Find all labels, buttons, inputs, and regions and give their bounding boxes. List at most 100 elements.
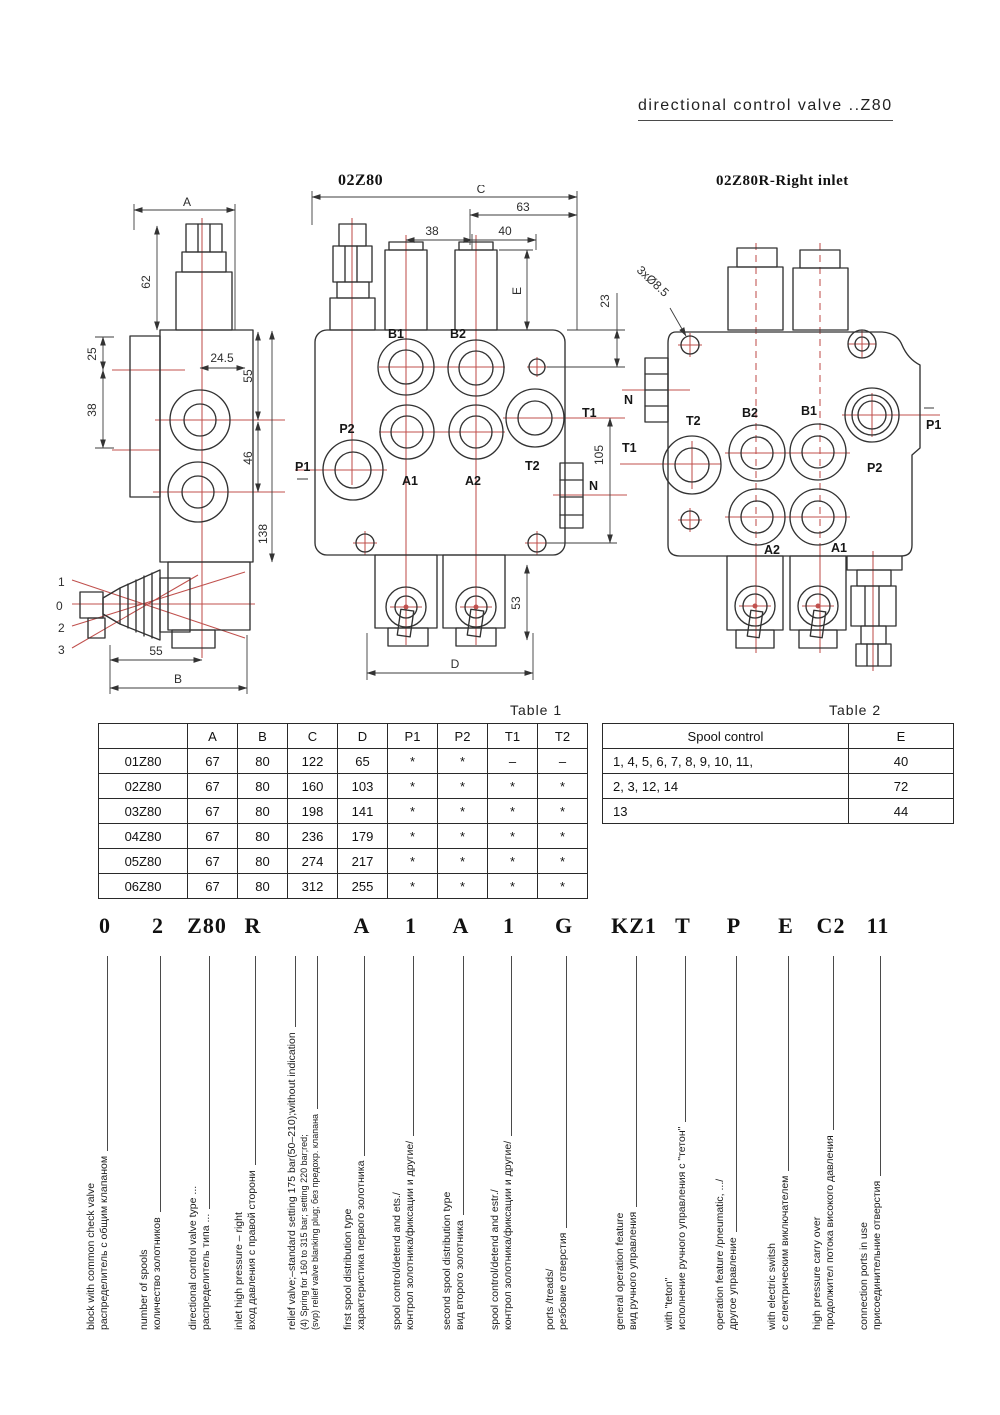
cell-value: 40 [848,748,954,774]
order-code-description: operation feature /pneumatic, .../другое… [714,956,740,1330]
cell-value: * [437,848,488,874]
labels: 3xØ8.5 N T1 T2 B2 B1 P1 P2 A2 A1 [622,263,941,557]
order-code-char: T [675,913,691,938]
port-label-a2: A2 [764,543,780,557]
cell-value: 122 [287,748,338,774]
order-code-char: R [244,913,262,938]
dim-46: 46 [241,451,255,465]
right-inlet-view-drawing: 3xØ8.5 N T1 T2 B2 B1 P1 P2 A2 A1 [620,243,941,671]
cell-value: 160 [287,773,338,799]
description-text: исполнение ручного управления с "тетон" [676,1126,688,1330]
order-code-char: E [778,913,794,938]
description-text: с електрическим виключателем [779,1175,791,1330]
dimension-labels: A 62 24.5 55 46 138 25 38 55 B 1 0 2 3 [56,195,270,686]
cell-value: 80 [237,798,288,824]
table1-caption: Table 1 [510,702,563,718]
port-label-t1: T1 [622,441,637,455]
row-label: 02Z80 [98,773,188,799]
lever-pos-2: 2 [58,621,65,635]
cell-value: – [537,748,588,774]
leader-line [463,956,464,1216]
row-label: 03Z80 [98,798,188,824]
column-header: C [287,723,338,749]
holes-callout: 3xØ8.5 [634,263,672,300]
leader-line [364,956,365,1156]
cell-value: 67 [187,773,238,799]
port-label-b2: B2 [450,327,466,341]
description-text: контрол золотника/фиксации и другие/ [404,1140,416,1330]
description-text: вход давления с правой сторони [246,1170,258,1330]
valve-body [644,329,921,557]
cell-value: * [537,848,588,874]
column-header: Spool control [602,723,849,749]
cell-value: 44 [848,798,954,824]
port-label-b2: B2 [742,406,758,420]
description-text: присоединительние отверстия [871,1180,883,1330]
dim-63: 63 [516,200,530,214]
leader-line [209,956,210,1209]
order-code-char: 0 [99,913,111,938]
port-label-a1: A1 [402,474,418,488]
control-lever [79,569,191,641]
row-label: 04Z80 [98,823,188,849]
cell-value: – [487,748,538,774]
column-header [98,723,188,749]
cell-value: 198 [287,798,338,824]
cell-value: * [387,823,438,849]
bottom-spool-ends [374,554,506,647]
description-text: характеристика первого золотника [355,1160,367,1330]
order-code-description: spool control/detend and estr./контрол з… [489,956,515,1330]
cell-value: 236 [287,823,338,849]
cell-value: 72 [848,773,954,799]
valve-body [129,329,254,649]
cell-value: 179 [337,823,388,849]
description-text: relief valve;–standard setting 175 bar(5… [286,1032,298,1330]
description-text: вид второго золотника [454,1220,466,1330]
leader-line [833,956,834,1131]
dim-38: 38 [425,224,439,238]
port-label-t2: T2 [525,459,540,473]
cell-value: * [487,873,538,899]
order-code-char: 11 [866,913,890,938]
cell-value: 80 [237,773,288,799]
relief-valve [175,223,233,331]
top-port-bosses [727,247,849,331]
cell-value: 255 [337,873,388,899]
lever-pos-0: 0 [56,599,63,613]
leader-line [295,956,296,1028]
cell-value: 312 [287,873,338,899]
port-label-p2: P2 [867,461,882,475]
bottom-relief-valve [846,555,903,667]
cell-value: 67 [187,848,238,874]
front-view-drawing: C 63 38 40 E 23 105 53 D B1 B2 A1 A2 P2 … [295,185,627,680]
port-label-p1: P1 [926,418,941,432]
cell-value: * [437,798,488,824]
order-code-char: P [726,913,742,938]
leader-line [736,956,737,1233]
row-label: 01Z80 [98,748,188,774]
cell-value: 274 [287,848,338,874]
order-code-description: with "teton"исполнение ручного управлени… [663,956,689,1330]
table-row: 1, 4, 5, 6, 7, 8, 9, 10, 11,40 [602,748,954,774]
cell-value: 141 [337,798,388,824]
dim-25: 25 [85,347,99,361]
left-side-view-drawing: A 62 24.5 55 46 138 25 38 55 B 1 0 2 3 [56,195,285,694]
leader-line [788,956,789,1171]
port-label-a1: A1 [831,541,847,555]
description-text: другое управление [727,1237,739,1330]
row-label: 1, 4, 5, 6, 7, 8, 9, 10, 11, [602,748,849,774]
cell-value: * [387,873,438,899]
port-label-p1: P1 [295,460,310,474]
column-header: P1 [387,723,438,749]
dim-55-bottom: 55 [149,644,163,658]
